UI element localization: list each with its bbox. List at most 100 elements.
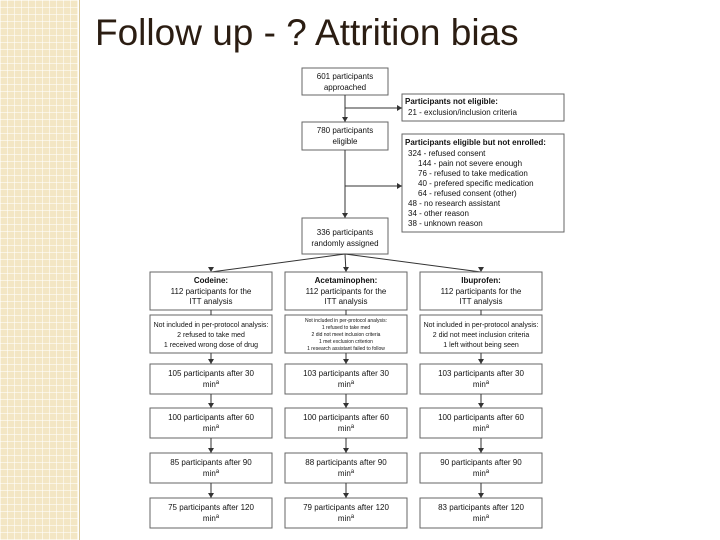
arm-exclusion-text: 1 refused to take med <box>322 325 371 331</box>
not-enrolled-reason: 38 - unknown reason <box>408 219 483 228</box>
not-eligible-heading: Participants not eligible: <box>405 97 498 106</box>
followup-unit: mina <box>338 469 355 478</box>
not-enrolled-reason: 34 - other reason <box>408 209 469 218</box>
eligible-label: eligible <box>333 137 358 146</box>
followup-count: 85 participants after 90 <box>170 458 252 467</box>
footnote-mark: a <box>216 424 220 430</box>
arm-followup-box <box>419 497 543 529</box>
arrow-head <box>343 359 349 364</box>
arm-itt-label: ITT analysis <box>190 297 233 306</box>
footnote-mark: a <box>486 380 490 386</box>
decorative-sidebar <box>0 0 78 540</box>
followup-count: 100 participants after 60 <box>303 413 389 422</box>
not-eligible-item: 21 - exclusion/inclusion criteria <box>408 108 517 117</box>
arrow-head <box>478 493 484 498</box>
arm-followup-box <box>149 452 273 484</box>
followup-unit: mina <box>203 380 220 389</box>
arm-itt-box <box>149 271 273 311</box>
randomized-count: 336 participants <box>317 228 373 237</box>
followup-unit: mina <box>473 380 490 389</box>
arrow-head <box>397 183 402 189</box>
footnote-mark: a <box>216 380 220 386</box>
followup-unit: mina <box>473 514 490 523</box>
arm-followup-box <box>419 452 543 484</box>
arm-per-protocol-box <box>149 314 273 354</box>
arm-exclusion-text: 2 did not meet inclusion criteria <box>433 332 530 339</box>
arm-followup-box <box>149 363 273 395</box>
not-enrolled-reason: 324 - refused consent <box>408 149 486 158</box>
arrow-head <box>342 213 348 218</box>
followup-count: 90 participants after 90 <box>440 458 522 467</box>
arm-itt-count: 112 participants for the <box>171 287 252 296</box>
followup-unit: mina <box>203 424 220 433</box>
footnote-mark: a <box>351 514 355 520</box>
approached-label: approached <box>324 83 366 92</box>
arm-itt-count: 112 participants for the <box>441 287 522 296</box>
not-enrolled-reason: 76 - refused to take medication <box>418 169 528 178</box>
arm-followup-box <box>284 407 408 439</box>
arrow-head <box>478 267 484 272</box>
followup-unit: mina <box>473 469 490 478</box>
arrow-head <box>208 267 214 272</box>
arm-name: Ibuprofen: <box>461 276 501 285</box>
arm-exclusion-text: 1 research assistant failed to follow <box>307 346 385 352</box>
randomized-label: randomly assigned <box>311 239 378 248</box>
eligible-count: 780 participants <box>317 126 373 135</box>
arm-name: Acetaminophen: <box>315 276 378 285</box>
connector-randomized-arm <box>344 253 482 273</box>
arrow-head <box>208 403 214 408</box>
not-enrolled-reason: 144 - pain not severe enough <box>418 159 522 168</box>
followup-count: 100 participants after 60 <box>438 413 524 422</box>
arrow-head <box>343 493 349 498</box>
arm-itt-label: ITT analysis <box>460 297 503 306</box>
arm-followup-box <box>419 407 543 439</box>
followup-count: 100 participants after 60 <box>168 413 254 422</box>
arrow-head <box>343 448 349 453</box>
not-eligible-box <box>401 93 565 122</box>
arm-exclusion-text: 1 received wrong dose of drug <box>164 342 258 349</box>
footnote-mark: a <box>216 514 220 520</box>
followup-count: 79 participants after 120 <box>303 503 389 512</box>
not-enrolled-reason: 40 - prefered specific medication <box>418 179 534 188</box>
footnote-mark: a <box>486 469 490 475</box>
arrow-head <box>478 359 484 364</box>
followup-count: 103 participants after 30 <box>438 369 524 378</box>
connector-randomized-arm <box>210 253 346 273</box>
sidebar-divider <box>79 0 80 540</box>
arm-followup-box <box>284 452 408 484</box>
arm-itt-label: ITT analysis <box>325 297 368 306</box>
arm-exclusion-text: 2 refused to take med <box>177 332 245 339</box>
arrow-head <box>478 448 484 453</box>
arm-itt-box <box>284 271 408 311</box>
followup-unit: mina <box>338 380 355 389</box>
not-enrolled-heading: Participants eligible but not enrolled: <box>405 138 546 147</box>
arrow-head <box>208 448 214 453</box>
not-enrolled-reason: 64 - refused consent (other) <box>418 189 517 198</box>
followup-count: 88 participants after 90 <box>305 458 387 467</box>
arm-itt-count: 112 participants for the <box>306 287 387 296</box>
approached-count: 601 participants <box>317 72 373 81</box>
arm-exclusion-text: Not included in per-protocol analysis: <box>305 318 387 324</box>
footnote-mark: a <box>351 469 355 475</box>
followup-count: 105 participants after 30 <box>168 369 254 378</box>
arm-exclusion-text: Not included in per-protocol analysis: <box>424 322 539 329</box>
arm-followup-box <box>149 497 273 529</box>
slide-title: Follow up - ? Attrition bias <box>95 12 519 53</box>
arm-exclusion-text: 1 left without being seen <box>443 342 519 349</box>
footnote-mark: a <box>351 380 355 386</box>
arrow-head <box>208 493 214 498</box>
arm-exclusion-text: Not included in per-protocol analysis: <box>154 322 269 329</box>
arm-per-protocol-box <box>284 314 408 354</box>
arrow-head <box>397 105 402 111</box>
followup-count: 75 participants after 120 <box>168 503 254 512</box>
footnote-mark: a <box>486 424 490 430</box>
followup-unit: mina <box>203 469 220 478</box>
arm-name: Codeine: <box>194 276 228 285</box>
followup-unit: mina <box>338 424 355 433</box>
arm-followup-box <box>284 363 408 395</box>
arrow-head <box>343 403 349 408</box>
footnote-mark: a <box>351 424 355 430</box>
not-enrolled-reason: 48 - no research assistant <box>408 199 501 208</box>
not-enrolled-box <box>401 133 565 233</box>
